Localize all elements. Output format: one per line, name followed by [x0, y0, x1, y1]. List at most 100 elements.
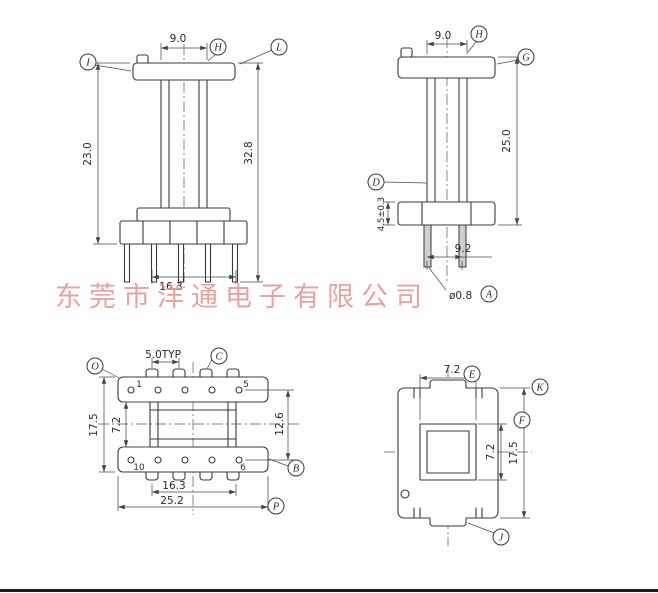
dimension-right-height: 32.8	[238, 62, 263, 283]
pin	[204, 243, 212, 283]
dim-label: 7.2	[444, 364, 461, 376]
balloon-d: D	[367, 173, 427, 191]
company-watermark: 东莞市洋通电子有限公司	[55, 282, 429, 313]
pin-base	[119, 220, 248, 245]
dim-label: 12.6	[274, 412, 286, 436]
dim-label: 16.3	[162, 480, 185, 492]
end-view-geometry	[384, 366, 532, 546]
dim-label: 9.0	[435, 30, 452, 42]
pin-hole	[235, 386, 243, 394]
bottom-edge	[0, 589, 658, 592]
bottom-flange	[136, 207, 231, 222]
castellation	[172, 471, 186, 481]
top-flange-strip	[117, 376, 269, 403]
side-view-geometry	[397, 37, 496, 282]
pin-hole	[208, 386, 216, 394]
svg-text:I: I	[85, 58, 90, 69]
balloon-g: G	[496, 48, 535, 66]
plan-view: 1 5 10 6 5.0TYP 17.5 7.2 12.6	[86, 347, 305, 515]
top-flange	[132, 62, 236, 81]
dimension-top-width: 7.2	[419, 364, 477, 420]
svg-text:A: A	[485, 290, 493, 301]
pin-hole	[235, 456, 243, 464]
pin-number-5: 5	[243, 380, 249, 390]
balloon-a: A	[480, 285, 498, 303]
balloon-b: B	[268, 458, 305, 477]
dimension-outer-width: 25.2	[117, 476, 269, 511]
pin-hole	[154, 386, 162, 394]
bottom-flange-strip	[117, 446, 269, 473]
balloon-h-side: H	[467, 25, 488, 53]
pin	[458, 224, 467, 268]
pin-hole	[154, 456, 162, 464]
dim-label: 25.2	[160, 495, 183, 507]
dimension-right-height: 25.0	[498, 56, 522, 226]
svg-text:L: L	[275, 43, 282, 54]
balloon-i: I	[79, 53, 132, 72]
svg-text:H: H	[213, 43, 223, 54]
dimension-pin-pitch: 9.2	[426, 243, 492, 270]
pin-hole	[127, 386, 135, 394]
svg-text:F: F	[518, 416, 526, 427]
pin-number-10: 10	[133, 463, 145, 473]
pin	[423, 224, 432, 268]
dim-label: 23.0	[82, 142, 94, 165]
castellation	[145, 368, 159, 378]
pin	[150, 243, 158, 283]
balloon-c: C	[206, 347, 228, 370]
side-view: 9.0 25.0 4.5±0.3 9.2 ø0.8 H	[367, 25, 535, 303]
dimension-left-height: 23.0	[82, 62, 130, 245]
dim-label: 7.2	[111, 417, 123, 434]
svg-text:O: O	[91, 362, 99, 373]
pin-hole	[208, 456, 216, 464]
dim-label: 9.0	[170, 33, 187, 45]
svg-text:E: E	[468, 370, 476, 381]
dimension-pin-diameter: ø0.8	[428, 267, 472, 302]
dim-label: ø0.8	[449, 290, 472, 302]
svg-text:H: H	[474, 30, 484, 41]
dimension-top-width: 9.0	[160, 33, 208, 60]
balloon-o: O	[86, 357, 120, 379]
dim-label: 17.5	[88, 413, 100, 436]
dim-label: 4.5±0.3	[377, 197, 387, 231]
dimension-top-width: 9.0	[426, 30, 468, 54]
dimension-pitch: 5.0TYP	[145, 349, 181, 368]
balloon-l: L	[239, 38, 288, 65]
dim-label: 17.5	[508, 441, 520, 464]
balloon-p: P	[267, 497, 285, 515]
body-outline	[397, 379, 499, 527]
top-flange	[397, 56, 496, 79]
dimension-window-height: 7.2	[111, 401, 148, 448]
end-view: 7.2 7.2 17.5 E K F J	[384, 364, 549, 546]
pin	[177, 243, 185, 283]
dim-label: 5.0TYP	[145, 349, 181, 361]
pin-base	[397, 201, 496, 226]
dimension-window-height: 7.2	[478, 423, 507, 481]
castellation	[145, 471, 159, 481]
pin-number-6: 6	[240, 463, 246, 473]
svg-text:D: D	[371, 178, 380, 189]
pin-hole	[181, 456, 189, 464]
dim-label: 9.2	[455, 243, 472, 255]
dimension-base-thickness: 4.5±0.3	[377, 197, 395, 231]
dimension-pin-span: 16.3	[151, 270, 237, 293]
pin	[123, 243, 131, 283]
front-view: 9.0 23.0 32.8 16.3 I H	[79, 33, 288, 293]
balloon-e: E	[463, 365, 481, 383]
dimension-outer-height: 17.5	[500, 387, 530, 519]
castellation	[226, 471, 240, 481]
pin-hole	[127, 456, 135, 464]
dimension-outer-height: 17.5	[88, 376, 115, 473]
svg-text:P: P	[272, 502, 280, 513]
pin-hole	[181, 386, 189, 394]
pin-number-1: 1	[136, 380, 142, 390]
winding-window-inner	[426, 430, 470, 474]
balloon-f: F	[513, 411, 531, 429]
flange-tab	[400, 47, 413, 58]
balloon-k: K	[531, 378, 549, 396]
svg-text:C: C	[215, 352, 223, 363]
balloon-j: J	[467, 522, 510, 546]
svg-text:B: B	[293, 464, 300, 475]
